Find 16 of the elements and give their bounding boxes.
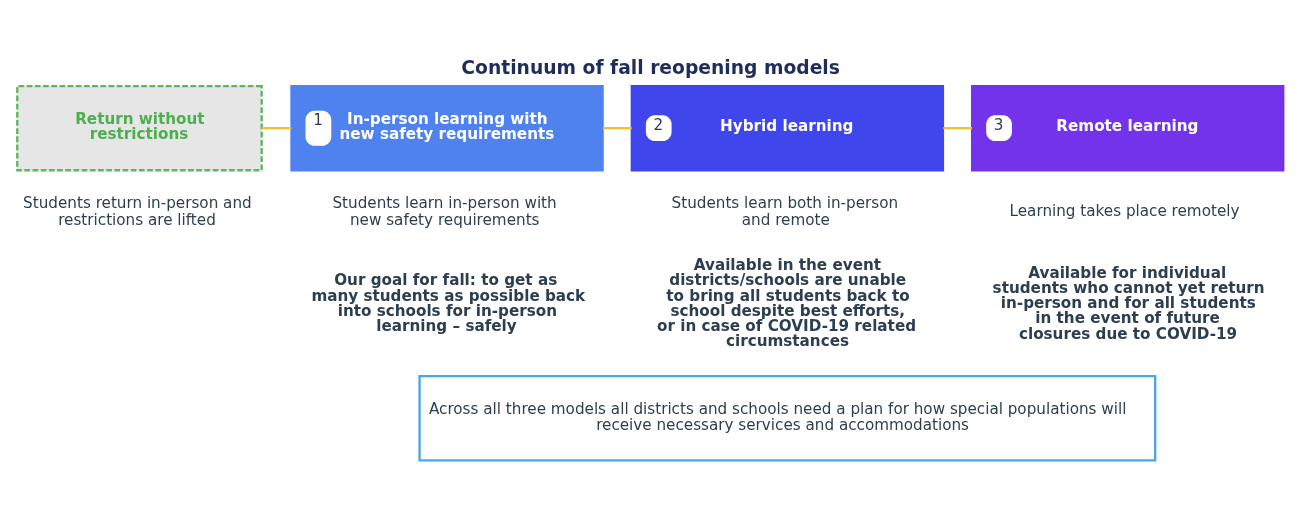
connector (261, 127, 292, 130)
node-label: Available in the event districts/schools are unable to bring all students back to school despite best efforts, or in case of COVID-19 related circumstances (656, 256, 917, 351)
node-box: 2 Hybrid learning (630, 84, 945, 172)
node-label: Learning takes place remotely (1009, 202, 1240, 221)
node-label: Available for individual students who cannot yet return in-person and for all students in the event of future closures due to COVID-19 (992, 263, 1265, 343)
node-box: Across all three models all districts and schools need a plan for how special populations will receive necessary services and accommodations (418, 374, 1157, 462)
connector (943, 127, 973, 130)
node-label: Students learn in-person with new safety requirements (332, 194, 557, 229)
node-box: 1 In-person learning with new safety requirements (290, 84, 604, 172)
node-label: Our goal for fall: to get as many students as possible back into schools for in-person learning – safely (311, 271, 586, 335)
diagram-title: Continuum of fall reopening models (461, 57, 840, 79)
node-label: Students return in-person and restrictions are lifted (23, 194, 252, 229)
node-label: Students learn both in-person and remote (671, 194, 899, 229)
connector (602, 127, 632, 130)
node-box: 3 Remote learning (971, 84, 1285, 172)
node-box: Return without restrictions (16, 84, 263, 172)
